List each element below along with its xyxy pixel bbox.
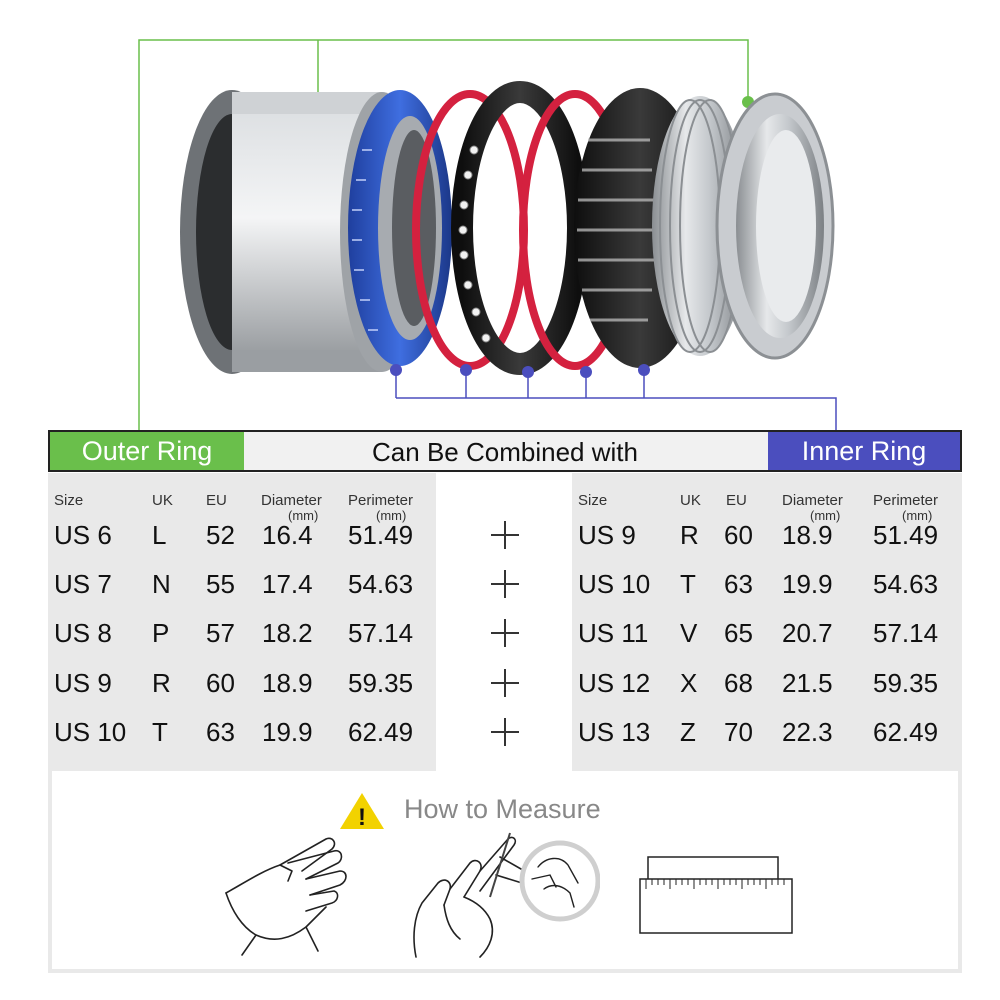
outer-row-1-size: US 6 (54, 520, 112, 550)
inner-row-3-uk: V (680, 618, 698, 648)
outer-row-4-eu: 60 (206, 668, 235, 698)
inner-row-2-perimeter: 54.63 (873, 569, 939, 599)
outer-row-1-uk: L (152, 520, 167, 550)
inner-row-3-size: US 11 (578, 618, 649, 648)
inner-row-5-eu: 70 (724, 717, 753, 747)
outer-row-2-perimeter: 54.63 (348, 569, 414, 599)
outer-row-1-eu: 52 (206, 520, 235, 550)
inner-row-4-size: US 12 (578, 668, 651, 698)
outer-row-3-perimeter: 57.14 (348, 618, 414, 648)
warning-icon: ! (340, 793, 384, 831)
connector-dots-bottom (390, 364, 650, 378)
inner-row-3-eu: 65 (724, 618, 753, 648)
outer-ring-label: Outer Ring (50, 432, 244, 470)
inner-row-1-diameter: 18.9 (782, 520, 833, 550)
outer-row-2-size: US 7 (54, 569, 112, 599)
col-uk: UK (152, 492, 173, 509)
outer-row-1-perimeter: 51.49 (348, 520, 414, 550)
col-perimeter: Perimeter (873, 492, 939, 509)
col-perimeter: Perimeter (348, 492, 414, 509)
inner-row-2-eu: 63 (724, 569, 753, 599)
ruler-icon (639, 856, 793, 934)
col-uk: UK (680, 492, 701, 509)
inner-row-1-uk: R (680, 520, 699, 550)
how-to-measure-content: ! How to Measure (52, 771, 958, 969)
outer-row-5-perimeter: 62.49 (348, 717, 414, 747)
how-to-measure-title: How to Measure (404, 794, 601, 824)
warning-glyph: ! (358, 804, 366, 831)
inner-row-5-size: US 13 (578, 717, 651, 747)
outer-row-4-diameter: 18.9 (262, 668, 313, 698)
outer-row-4-size: US 9 (54, 668, 112, 698)
inner-steel-ring (652, 92, 835, 360)
col-perimeter-unit: (mm) (902, 508, 933, 523)
outer-row-3-size: US 8 (54, 618, 112, 648)
col-diameter: Diameter (261, 492, 322, 509)
plus-icon (491, 619, 519, 647)
col-eu: EU (206, 492, 227, 509)
inner-row-4-uk: X (680, 668, 698, 698)
wrap-finger-icon (413, 832, 600, 958)
outer-row-3-diameter: 18.2 (262, 618, 313, 648)
plus-icon (491, 718, 519, 746)
inner-row-5-uk: Z (680, 717, 696, 747)
plus-icon (491, 669, 519, 697)
outer-row-2-diameter: 17.4 (262, 569, 313, 599)
how-to-measure-panel: ! How to Measure (48, 771, 962, 973)
inner-row-5-perimeter: 62.49 (873, 717, 939, 747)
inner-row-3-perimeter: 57.14 (873, 618, 939, 648)
inner-ring-label: Inner Ring (768, 432, 960, 470)
outer-row-5-size: US 10 (54, 717, 127, 747)
plus-icon (491, 570, 519, 598)
col-diameter-unit: (mm) (810, 508, 841, 523)
black-crystal-ring (451, 81, 589, 375)
ring-assembly-illustration (138, 39, 837, 430)
col-perimeter-unit: (mm) (376, 508, 407, 523)
col-eu: EU (726, 492, 747, 509)
inner-row-1-perimeter: 51.49 (873, 520, 939, 550)
outer-row-3-uk: P (152, 618, 170, 648)
inner-row-3-diameter: 20.7 (782, 618, 833, 648)
outer-row-1-diameter: 16.4 (262, 520, 313, 550)
outer-row-5-uk: T (152, 717, 168, 747)
inner-row-1-eu: 60 (724, 520, 753, 550)
connector-lines-bottom (395, 370, 837, 430)
outer-row-2-uk: N (152, 569, 171, 599)
inner-ring-size-table: Size UK EU Diameter (mm) Perimeter (mm) … (572, 473, 962, 771)
inner-row-1-size: US 9 (578, 520, 636, 550)
inner-row-5-diameter: 22.3 (782, 717, 833, 747)
col-diameter-unit: (mm) (288, 508, 319, 523)
col-size: Size (578, 492, 608, 509)
plus-icon (491, 521, 519, 549)
inner-row-4-diameter: 21.5 (782, 668, 833, 698)
inner-row-2-size: US 10 (578, 569, 651, 599)
outer-row-5-diameter: 19.9 (262, 717, 313, 747)
outer-row-5-eu: 63 (206, 717, 235, 747)
inner-row-2-diameter: 19.9 (782, 569, 833, 599)
hand-icon (225, 837, 347, 956)
outer-row-4-perimeter: 59.35 (348, 668, 414, 698)
outer-row-4-uk: R (152, 668, 171, 698)
col-size: Size (54, 492, 84, 509)
inner-row-4-eu: 68 (724, 668, 753, 698)
combine-label: Can Be Combined with (372, 437, 638, 467)
outer-ring-size-table: Size UK EU Diameter (mm) Perimeter (mm) … (48, 473, 436, 771)
outer-row-3-eu: 57 (206, 618, 235, 648)
inner-row-2-uk: T (680, 569, 696, 599)
combination-header: Outer Ring Can Be Combined with Inner Ri… (48, 430, 962, 472)
outer-row-2-eu: 55 (206, 569, 235, 599)
col-diameter: Diameter (782, 492, 843, 509)
inner-row-4-perimeter: 59.35 (873, 668, 939, 698)
